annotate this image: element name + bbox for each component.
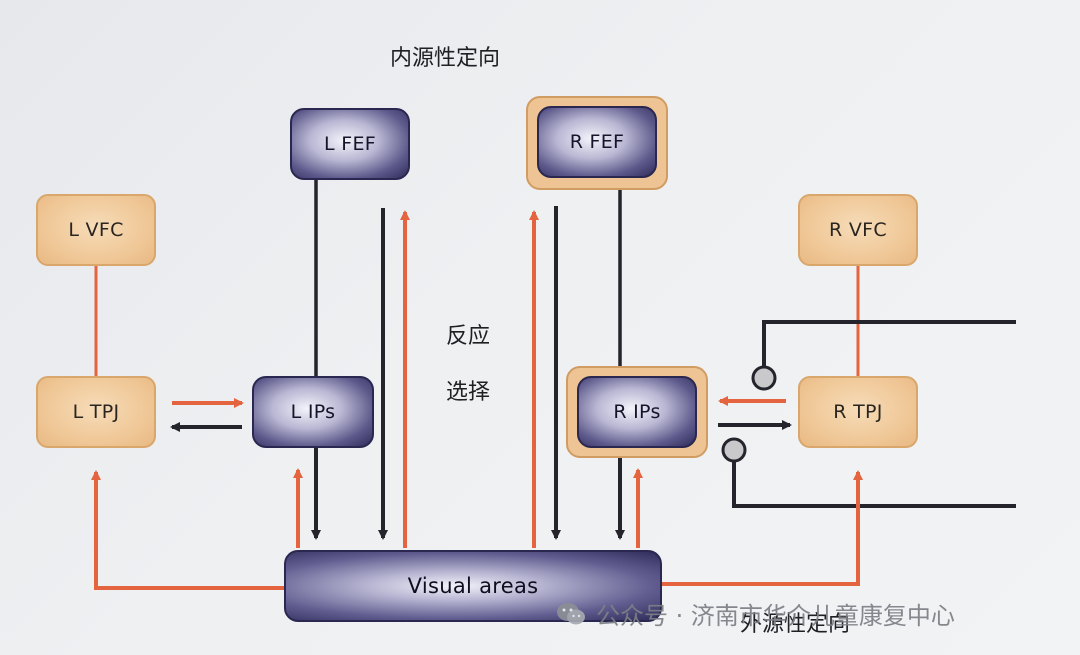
l-ips-node: L IPs: [252, 376, 374, 448]
watermark: 公众号 · 济南市华介儿童康复中心: [556, 596, 955, 631]
exogenous-orientation-label: 外源性定向: [740, 612, 851, 637]
selection-label: 选择: [446, 380, 491, 405]
l-fef-node: L FEF: [290, 108, 410, 180]
lower-gate-line: [732, 462, 1016, 508]
visual-l-tpj-arrow: [91, 470, 284, 590]
r-fef-node: R FEF: [537, 106, 657, 178]
endogenous-orientation-label: 内源性定向: [390, 46, 501, 71]
visual-r-tpj-arrow: [662, 470, 863, 586]
upper-gate-line: [762, 320, 1016, 368]
l-vfc-node: L VFC: [36, 194, 156, 266]
r-vfc-node: R VFC: [798, 194, 918, 266]
watermark-text: 公众号 · 济南市华介儿童康复中心: [596, 602, 955, 630]
r-ips-node: R IPs: [577, 376, 697, 448]
lower-gate-knob: [721, 437, 747, 463]
wechat-icon: [557, 602, 585, 624]
l-tpj-node: L TPJ: [36, 376, 156, 448]
upper-gate-knob: [751, 365, 777, 391]
r-tpj-node: R TPJ: [798, 376, 918, 448]
response-label: 反应: [446, 324, 491, 349]
visual-areas-node: Visual areas: [284, 550, 662, 622]
